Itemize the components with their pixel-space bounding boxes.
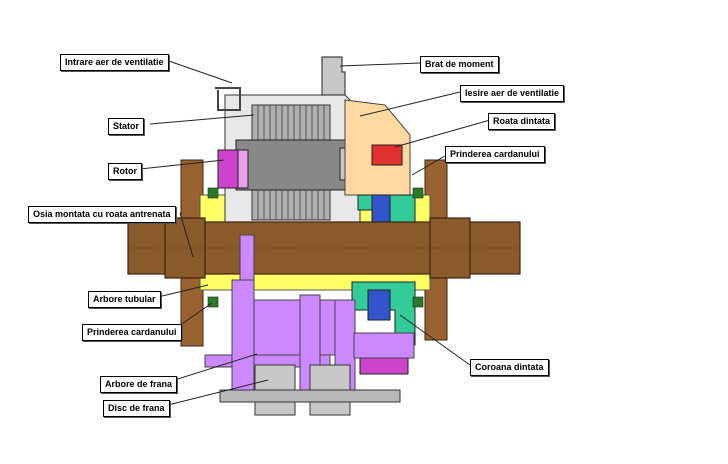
leader-lines [139,59,491,408]
label-roata-dintata: Roata dintata [488,113,556,130]
rotor-end-left [217,149,239,189]
label-osia-montata: Osia montata cu roata antrenata [28,206,176,223]
label-disc-frana: Disc de frana [103,400,170,417]
label-rotor: Rotor [108,163,142,180]
label-arbore-tubular: Arbore tubular [88,291,161,308]
label-iesire-aer: Iesire aer de ventilatie [460,85,565,102]
air-inlet-pipe [215,87,241,111]
label-stator: Stator [108,118,145,135]
brake-discs [219,364,401,416]
coupling-blue-bottom [367,289,391,321]
label-arbore-frana: Arbore de frana [100,376,178,393]
label-prinderea-cardanului-bottom: Prinderea cardanului [82,324,182,341]
bolts [207,187,424,308]
label-brat-moment: Brat de moment [420,56,499,73]
gear-wheel-red [371,144,403,166]
coupling-blue-top [371,194,391,226]
label-coroana-dintata: Coroana dintata [470,359,549,376]
label-intrare-aer: Intrare aer de ventilatie [60,54,169,71]
torque-arm [321,56,346,96]
rotor-cylinder [235,139,347,191]
rotor-end-bearing [237,149,249,189]
label-prinderea-cardanului-top: Prinderea cardanului [445,146,545,163]
